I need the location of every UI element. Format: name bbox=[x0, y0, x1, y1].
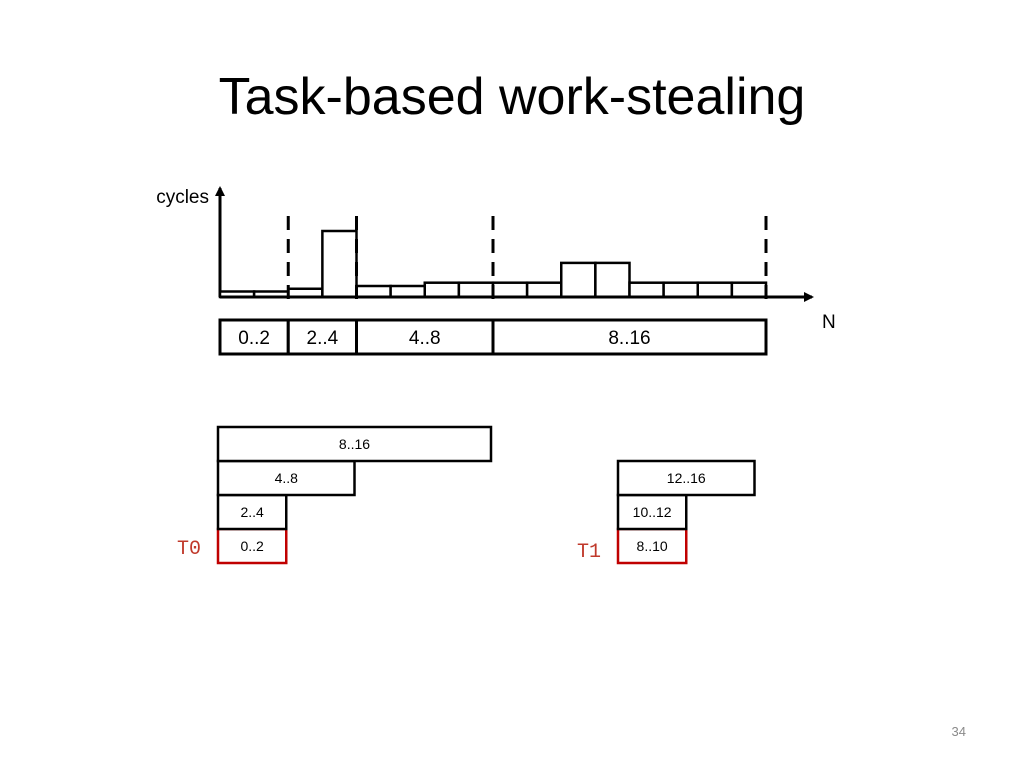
histogram-bar bbox=[730, 281, 768, 299]
histogram-bar bbox=[321, 229, 358, 299]
range-label: 8..16 bbox=[608, 328, 650, 349]
task-box bbox=[216, 493, 288, 531]
task-label: 2..4 bbox=[240, 504, 264, 520]
range-label: 2..4 bbox=[307, 328, 339, 349]
thread-label: T1 bbox=[577, 541, 601, 564]
task-label: 8..16 bbox=[339, 436, 370, 452]
histogram-bar bbox=[525, 281, 563, 299]
histogram-bar bbox=[628, 281, 665, 299]
task-label: 4..8 bbox=[275, 470, 299, 486]
task-label: 0..2 bbox=[240, 538, 264, 554]
histogram-bar bbox=[457, 281, 495, 299]
task-label: 8..10 bbox=[637, 538, 668, 554]
task-box bbox=[216, 425, 493, 463]
task-label: 10..12 bbox=[633, 504, 672, 520]
x-axis-label: N bbox=[822, 312, 836, 333]
histogram-bar bbox=[389, 284, 426, 299]
range-cell bbox=[355, 318, 495, 356]
thread-label: T0 bbox=[177, 538, 201, 561]
range-cell bbox=[286, 318, 358, 356]
task-label: 12..16 bbox=[667, 470, 706, 486]
task-box bbox=[616, 493, 688, 531]
page-number: 34 bbox=[951, 724, 966, 739]
range-label: 0..2 bbox=[238, 328, 270, 349]
active-task-box bbox=[616, 527, 688, 565]
histogram-bar bbox=[594, 261, 631, 299]
slide-title: Task-based work-stealing bbox=[218, 68, 806, 126]
y-axis-label: cycles bbox=[156, 187, 209, 208]
task-box bbox=[616, 459, 756, 497]
range-partition-bar: 0..2 2..4 4..8 8..16 bbox=[218, 318, 768, 356]
histogram-bar bbox=[355, 284, 392, 299]
histogram-bar bbox=[491, 281, 529, 299]
histogram-bar bbox=[696, 281, 734, 299]
histogram-bar bbox=[662, 281, 699, 299]
histogram-bar bbox=[560, 261, 597, 299]
range-label: 4..8 bbox=[409, 328, 441, 349]
range-cell bbox=[491, 318, 768, 356]
histogram-bar bbox=[423, 281, 461, 299]
task-box bbox=[216, 459, 356, 497]
